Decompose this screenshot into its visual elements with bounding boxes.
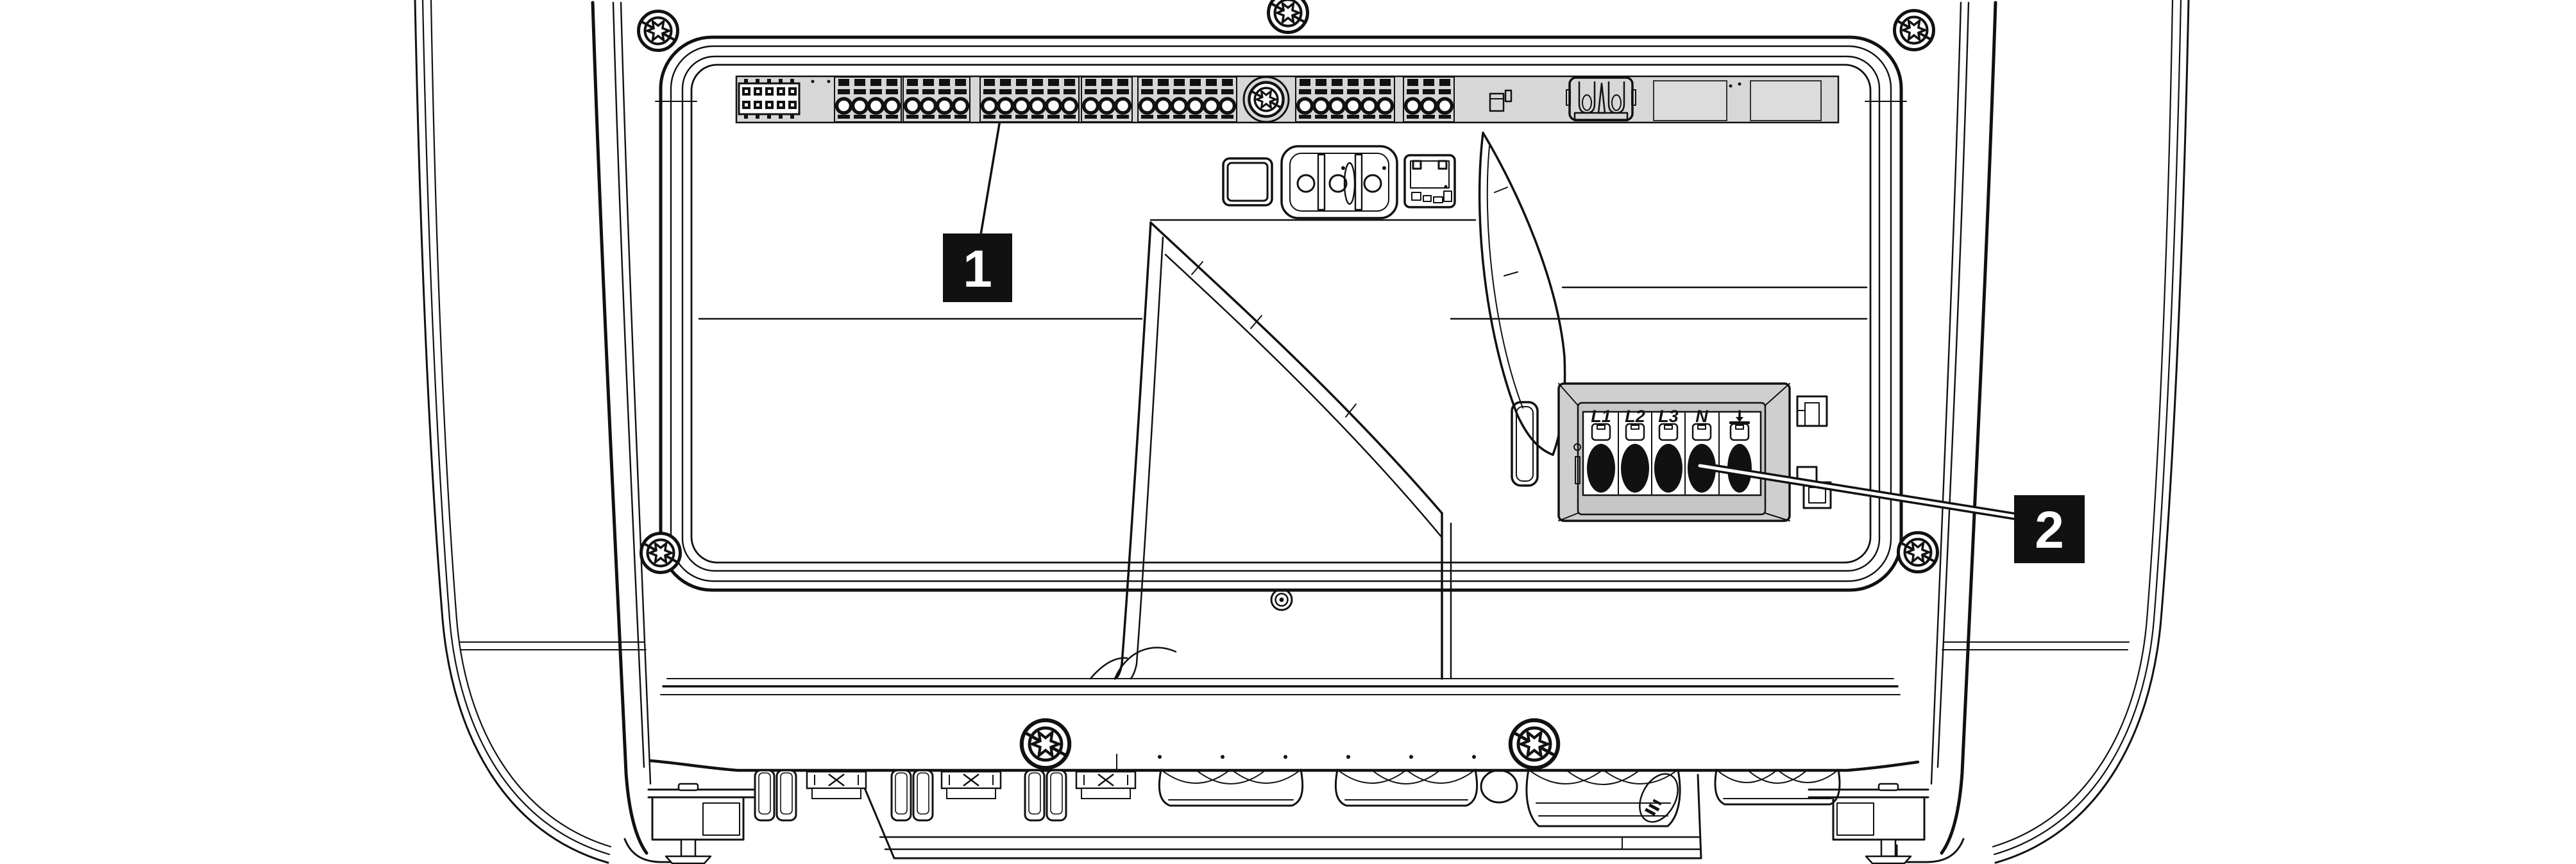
mounting-bracket-left	[647, 783, 769, 864]
mounting-bracket-right	[1808, 783, 1929, 864]
callout-2-box	[2014, 495, 2085, 563]
cable-glands	[1158, 768, 1841, 827]
torx-screw-rim-right	[1511, 720, 1558, 768]
callout-1: 1	[943, 123, 1012, 302]
strip-dot	[1738, 82, 1741, 86]
strip-dot	[1729, 84, 1733, 88]
ac-terminal-L2: L2	[1621, 407, 1649, 493]
ac-terminal-label: L3	[1658, 407, 1679, 426]
terminal-block-group-4	[1081, 76, 1133, 123]
ac-slot-frame	[1511, 401, 1539, 487]
housing-left-side	[414, 0, 693, 864]
blank-port-frame	[1222, 157, 1273, 207]
torx-screw-top-left	[639, 12, 678, 51]
cover-plate	[1750, 80, 1822, 121]
bottom-rim	[648, 678, 1920, 772]
terminal-block-group-7	[1403, 76, 1455, 123]
strip-dot	[811, 80, 815, 83]
callout-2-number: 2	[2035, 501, 2064, 559]
housing-right-side	[1895, 0, 2190, 864]
torx-screw-top-right	[1895, 11, 1934, 50]
air-duct	[1089, 131, 1566, 680]
strip-dot	[827, 80, 831, 83]
callout-2: 2	[1696, 462, 2085, 563]
ac-terminal-L3: L3	[1654, 407, 1682, 493]
retainer-clip-upper	[1796, 395, 1828, 427]
sealing-plugs	[754, 769, 1137, 822]
ac-terminal-PE	[1727, 410, 1752, 493]
callout-1-box	[943, 233, 1012, 302]
strip-torx-screw	[1242, 76, 1290, 123]
callout-1-leader-line	[979, 123, 1001, 236]
cable-gland	[1334, 768, 1479, 807]
small-screw-bottom-center	[1270, 588, 1293, 611]
bottom-housing-section	[862, 774, 1702, 860]
cover-plate	[1653, 80, 1727, 121]
cable-gland-vent	[1525, 768, 1681, 827]
torx-screw-top-center	[1269, 0, 1308, 33]
callout-1-number: 1	[963, 240, 992, 298]
plug-connector-face	[1566, 76, 1636, 122]
torx-screw-bottom-right	[1899, 533, 1938, 572]
torx-screw-bottom-left	[641, 534, 681, 573]
ac-terminal-block: L1 L2 L3 N	[1557, 382, 1791, 522]
bracket-screw-right	[1865, 838, 1912, 864]
terminal-block-group-6	[1295, 76, 1395, 123]
terminal-strip	[735, 75, 1840, 124]
ac-terminal-label: L1	[1591, 407, 1611, 426]
torx-screw-rim-left	[1022, 720, 1069, 768]
ac-terminal-L1: L1	[1587, 407, 1615, 493]
comm-connector	[1280, 145, 1398, 219]
cable-gland	[1158, 768, 1304, 807]
terminal-block-group-1	[834, 76, 902, 123]
rj45-port-icon	[1403, 154, 1456, 208]
middle-connector-row	[1222, 145, 1456, 219]
sim-card-icon	[1489, 89, 1513, 112]
ac-terminal-label: L2	[1625, 407, 1645, 426]
interior-panel-lines	[698, 219, 1868, 320]
bracket-screw-left	[665, 838, 712, 864]
ac-connection-area: L1 L2 L3 N	[1511, 382, 1832, 522]
earth-symbol-icon	[1729, 410, 1750, 425]
terminal-block-group-2	[902, 76, 970, 123]
terminal-block-group-3	[979, 76, 1080, 123]
pin-header-pins	[742, 79, 797, 119]
small-gland	[1480, 769, 1518, 804]
pin-header	[738, 79, 801, 119]
terminal-block-group-5	[1137, 76, 1237, 123]
cable-gland	[1714, 768, 1841, 806]
ac-terminal-label: N	[1695, 407, 1708, 426]
housing-screws	[639, 0, 1938, 768]
callout-2-leader-line	[1698, 464, 2021, 519]
